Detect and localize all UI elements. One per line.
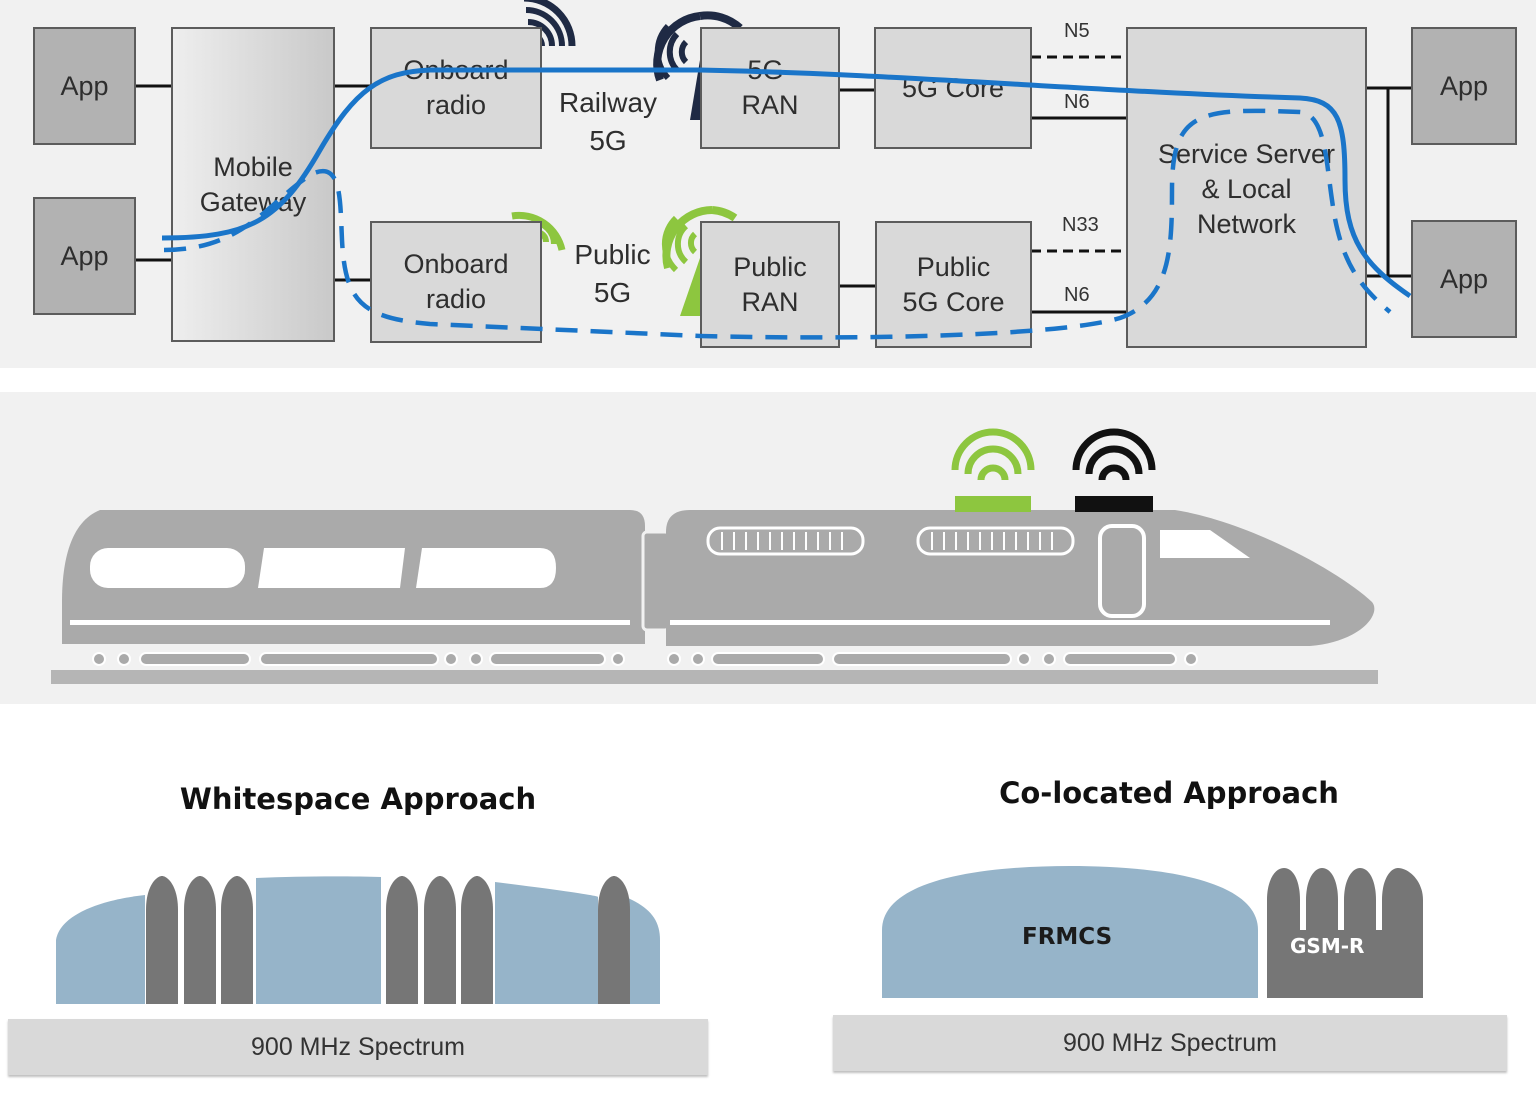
railway-5g-core-box: 5G Core (874, 27, 1032, 149)
gsm-r-channel (146, 876, 178, 1004)
whitespace-spectrum-bar: 900 MHz Spectrum (8, 1019, 708, 1075)
gsm-r-channel (386, 876, 418, 1004)
colocated-spectrum-bar: 900 MHz Spectrum (833, 1015, 1507, 1071)
railway-onboard-radio-box: Onboard radio (370, 27, 542, 149)
interface-label-n5: N5 (1064, 20, 1090, 42)
network-diagram-panel: App App Mobile Gateway Onboard radio Onb… (0, 0, 1536, 368)
interface-label-n6-public: N6 (1064, 284, 1090, 306)
gsm-r-channel (221, 876, 253, 1004)
colocated-approach-title: Co-located Approach (999, 776, 1339, 810)
gsm-r-channel (598, 876, 630, 1004)
interface-label-n6-railway: N6 (1064, 91, 1090, 113)
app-box-left-top: App (33, 27, 136, 145)
frmcs-band-2 (256, 876, 381, 1004)
gsm-r-channel (461, 876, 493, 1004)
whitespace-approach-title: Whitespace Approach (179, 782, 537, 816)
gsm-r-channel (184, 876, 216, 1004)
train-panel (0, 392, 1536, 704)
service-server-box: Service Server & Local Network (1126, 27, 1367, 348)
railway-5g-label: Railway 5G (558, 87, 658, 156)
public-train-antenna-icon (951, 428, 1035, 512)
connector-lines (136, 55, 1411, 314)
mobile-gateway-box: Mobile Gateway (171, 27, 335, 342)
railway-train-antenna-icon (1072, 428, 1156, 512)
gsm-r-channel (424, 876, 456, 1004)
frmcs-band-3 (495, 882, 599, 1004)
public-5g-core-box: Public 5G Core (875, 221, 1032, 348)
frmcs-band-label: FRMCS (1022, 924, 1113, 950)
public-onboard-radio-box: Onboard radio (370, 221, 542, 343)
frmcs-band (882, 866, 1258, 998)
railway-5g-path (161, 67, 1412, 299)
public-ran-box: Public RAN (700, 221, 840, 348)
interface-label-n33: N33 (1062, 214, 1099, 236)
gsm-r-band (1267, 868, 1423, 998)
gsm-r-band-label: GSM-R (1290, 934, 1365, 958)
public-5g-path (163, 108, 1392, 340)
rail-track (51, 670, 1378, 684)
app-box-left-bottom: App (33, 197, 136, 315)
public-5g-label: Public 5G (574, 239, 651, 308)
app-box-right-top: App (1411, 27, 1517, 145)
frmcs-band-4 (628, 898, 660, 1004)
train-illustration (51, 510, 1378, 684)
railway-ran-box: 5G- RAN (700, 27, 840, 149)
public-ran-tower-icon (661, 206, 738, 316)
data-path-lines (161, 67, 1412, 340)
app-box-right-bottom: App (1411, 220, 1517, 338)
frmcs-band-1 (56, 895, 145, 1004)
